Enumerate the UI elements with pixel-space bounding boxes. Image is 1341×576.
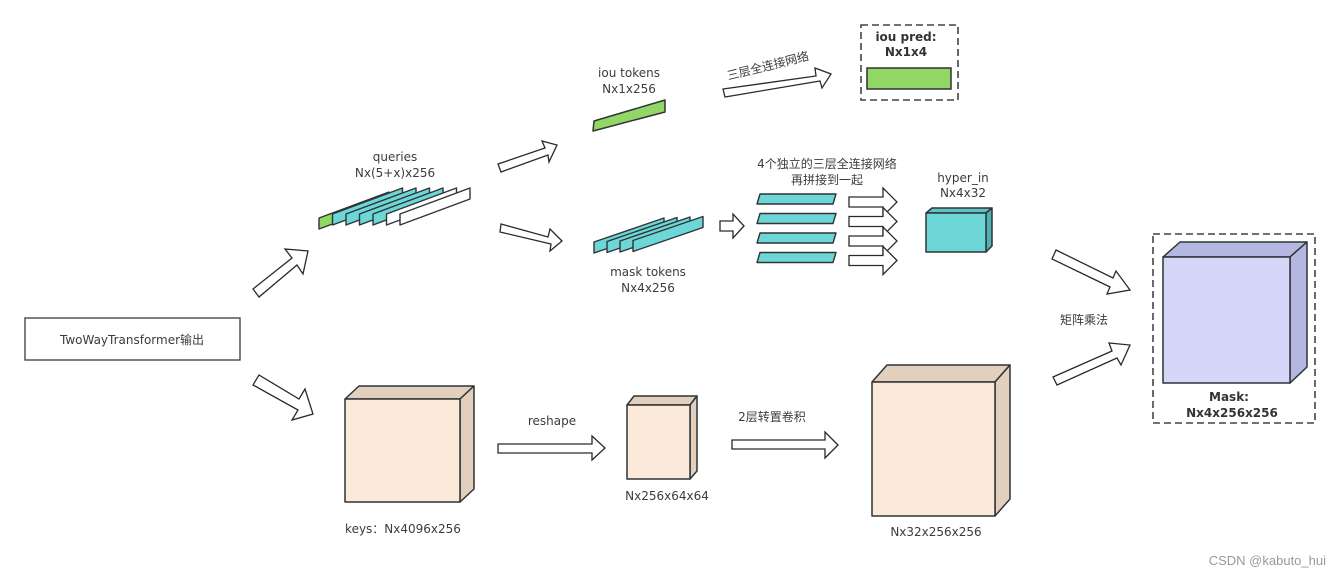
transformer-output-box [24,317,241,361]
mlp-heads-label: 4个独立的三层全连接网络 [757,156,897,171]
iou-pred-label: iou pred: [875,30,936,44]
hyper-in-side-face [985,207,993,253]
reshaped-side-face [689,395,698,480]
arrow-to-queries [252,248,309,298]
iou-pred-node: iou pred: Nx1x4 [860,24,959,101]
upscaled-front-face [871,381,996,517]
mask-node: Mask: Nx4x256x256 [1152,233,1316,424]
mlp-head [756,251,837,264]
arrow-upscaled-to-mask [1052,342,1131,386]
mlp-output-arrow [848,225,898,257]
mlp-output-arrow [848,186,898,218]
upscaled-top-face [871,364,1011,383]
queries-shape-label: Nx(5+x)x256 [355,166,435,180]
reshape-label: reshape [528,414,576,428]
mlp-output-arrow [848,244,898,277]
mask-side-face [1289,241,1308,384]
arrow-hyper-in-to-mask [1051,249,1132,295]
reshaped-label: Nx256x64x64 [625,489,709,503]
mlp-heads-sublabel: 再拼接到一起 [791,172,863,187]
upscaled-label: Nx32x256x256 [890,525,981,539]
upscaled-side-face [994,364,1011,517]
mask-front-face [1162,256,1291,384]
iou-pred-bar [866,67,952,90]
keys-label: keys：Nx4096x256 [345,522,461,536]
arrow-to-keys [252,374,314,422]
transformer-output-label: TwoWayTransformer输出 [59,332,204,347]
mask-top-face [1162,241,1308,258]
query-token-white [399,187,471,226]
mask-shape-label: Nx4x256x256 [1186,406,1278,420]
matmul-label: 矩阵乘法 [1060,313,1108,327]
mask-tokens-shape-label: Nx4x256 [621,281,675,295]
iou-tokens-label: iou tokens [598,66,660,80]
mlp-head [756,212,837,225]
mlp-head [756,232,837,244]
keys-top-face [344,385,475,400]
hyper-in-cube [925,207,993,253]
arrow-transposed-conv [731,430,839,460]
hyper-in-label: hyper_in [937,171,989,185]
arrow-to-iou-tokens [497,140,558,173]
mask-dashed-border [1152,233,1316,424]
queries-token-stack [318,187,471,230]
arrow-to-mlp-heads [719,212,745,240]
watermark: CSDN @kabuto_hui [1209,553,1326,568]
hyper-in-front-face [925,212,987,253]
transformer-output-node: TwoWayTransformer输出 [24,317,241,361]
mask-tokens-label: mask tokens [610,265,686,279]
iou-pred-shape-label: Nx1x4 [885,45,927,59]
mlp-head [756,193,837,205]
iou-mlp-label: 三层全连接网络 [725,48,810,83]
mlp-output-arrows [848,186,898,277]
arrow-to-mask-tokens [499,223,563,253]
queries-label: queries [373,150,418,164]
reshaped-cube [626,395,698,480]
reshaped-top-face [626,395,698,406]
iou-token-shape [592,99,666,132]
arrow-iou-mlp [722,67,832,98]
transposed-conv-label: 2层转置卷积 [738,409,806,424]
keys-side-face [459,385,475,503]
arrow-reshape [497,434,606,462]
keys-cube [344,385,475,503]
reshaped-front-face [626,404,691,480]
mlp-heads [756,193,837,264]
keys-front-face [344,398,461,503]
mask-token-stack [593,215,704,254]
mask-token [632,215,704,253]
mask-label: Mask: [1209,390,1249,404]
hyper-in-shape-label: Nx4x32 [940,186,986,200]
upscaled-cube [871,364,1011,517]
iou-tokens-shape-label: Nx1x256 [602,82,656,96]
mlp-output-arrow [848,205,898,238]
iou-pred-dashed-border [860,24,959,101]
